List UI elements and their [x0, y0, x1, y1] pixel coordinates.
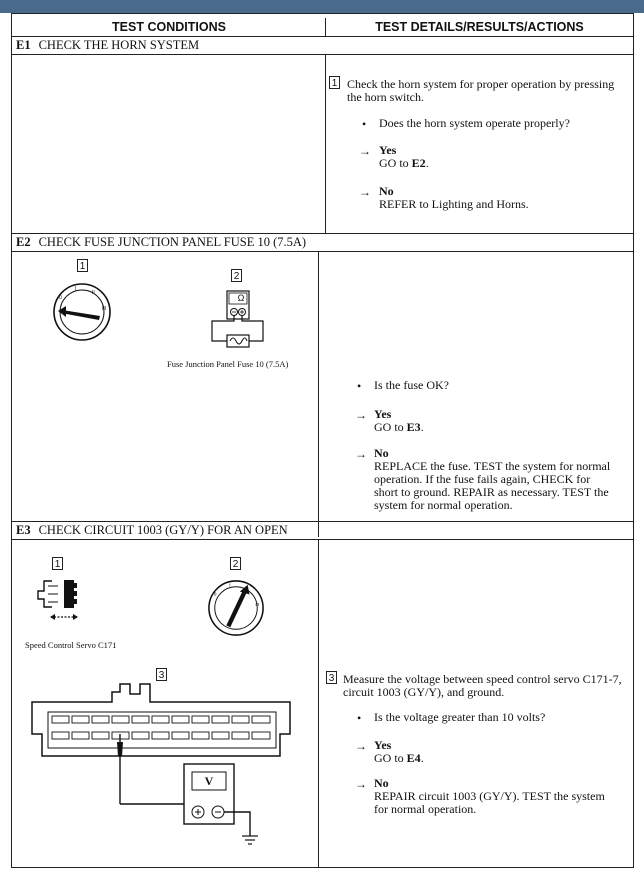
figure-number-box: 1 [77, 259, 88, 272]
ohm-symbol: Ω [237, 293, 245, 303]
section-e2-heading: CHECK FUSE JUNCTION PANEL FUSE 10 (7.5A) [38, 235, 307, 249]
section-e3-heading: CHECK CIRCUIT 1003 (GY/Y) FOR AN OPEN [38, 523, 288, 537]
svg-text:I: I [229, 583, 230, 589]
yes-ref-link[interactable]: E3 [406, 420, 421, 434]
no-action: REPAIR circuit 1003 (GY/Y). TEST the sys… [374, 789, 605, 816]
no-label: No [374, 446, 389, 460]
section-e2-code: E2 [16, 235, 31, 249]
header-test-conditions: TEST CONDITIONS [112, 20, 226, 34]
yes-label: Yes [374, 407, 392, 421]
figure-number-box: 2 [230, 557, 241, 570]
arrow-icon: → [359, 144, 371, 158]
no-label: No [374, 776, 389, 790]
bullet: • [362, 117, 367, 131]
bullet: • [357, 711, 362, 725]
window-top-bar [0, 0, 644, 13]
question-text: Is the voltage greater than 10 volts? [374, 710, 546, 724]
yes-label: Yes [379, 143, 397, 157]
yes-action: GO to E3. [374, 420, 424, 434]
svg-text:III: III [102, 306, 106, 312]
step-instruction: Measure the voltage between speed contro… [343, 672, 622, 699]
yes-action: GO to E4. [374, 751, 424, 765]
arrow-icon: → [355, 408, 367, 422]
ohmmeter-fuse-icon [211, 290, 264, 348]
step-instruction: Check the horn system for proper operati… [347, 77, 615, 104]
yes-ref-link[interactable]: E4 [406, 751, 421, 765]
svg-text:III: III [255, 602, 259, 608]
svg-text:II: II [92, 290, 95, 296]
yes-ref-link[interactable]: E2 [411, 156, 426, 170]
arrow-icon: → [355, 447, 367, 461]
no-action: REPLACE the fuse. TEST the system for no… [374, 459, 611, 512]
no-action: REFER to Lighting and Horns. [379, 197, 529, 211]
ignition-switch-icon: 0 I II III [53, 283, 111, 341]
svg-text:II: II [246, 587, 249, 593]
voltmeter-connector-diagram [31, 683, 291, 845]
volt-symbol: V [204, 774, 214, 788]
svg-text:I: I [75, 286, 76, 292]
section-e3-code: E3 [16, 523, 31, 537]
yes-label: Yes [374, 738, 392, 752]
table-header: TEST CONDITIONS TEST DETAILS/RESULTS/ACT… [12, 18, 633, 37]
fuse-caption: Fuse Junction Panel Fuse 10 (7.5A) [167, 359, 289, 369]
ignition-switch-icon: 0 I II III [208, 580, 264, 636]
servo-caption: Speed Control Servo C171 [25, 640, 117, 650]
bullet: • [357, 379, 362, 393]
no-label: No [379, 184, 394, 198]
question-text: Is the fuse OK? [374, 378, 449, 392]
figure-number-box: 3 [156, 668, 167, 681]
section-e1-title: E1 CHECK THE HORN SYSTEM [12, 37, 633, 55]
svg-text:0: 0 [59, 295, 62, 301]
arrow-icon: → [359, 185, 371, 199]
yes-action: GO to E2. [379, 156, 429, 170]
step-number-box: 3 [326, 671, 337, 684]
procedure-table: TEST CONDITIONS TEST DETAILS/RESULTS/ACT… [11, 13, 634, 868]
header-test-details: TEST DETAILS/RESULTS/ACTIONS [375, 20, 584, 34]
section-e2-title: E2 CHECK FUSE JUNCTION PANEL FUSE 10 (7.5… [12, 234, 633, 252]
figure-number-box: 2 [231, 269, 242, 282]
section-e1-code: E1 [16, 38, 31, 52]
arrow-icon: → [355, 777, 367, 791]
figure-number-box: 1 [52, 557, 63, 570]
arrow-icon: → [355, 739, 367, 753]
connector-disconnect-icon [37, 580, 78, 620]
svg-text:0: 0 [214, 591, 217, 597]
section-e1-heading: CHECK THE HORN SYSTEM [38, 38, 200, 52]
section-e3-title: E3 CHECK CIRCUIT 1003 (GY/Y) FOR AN OPEN [12, 522, 633, 540]
step-number-box: 1 [329, 76, 340, 89]
question-text: Does the horn system operate properly? [379, 116, 570, 130]
